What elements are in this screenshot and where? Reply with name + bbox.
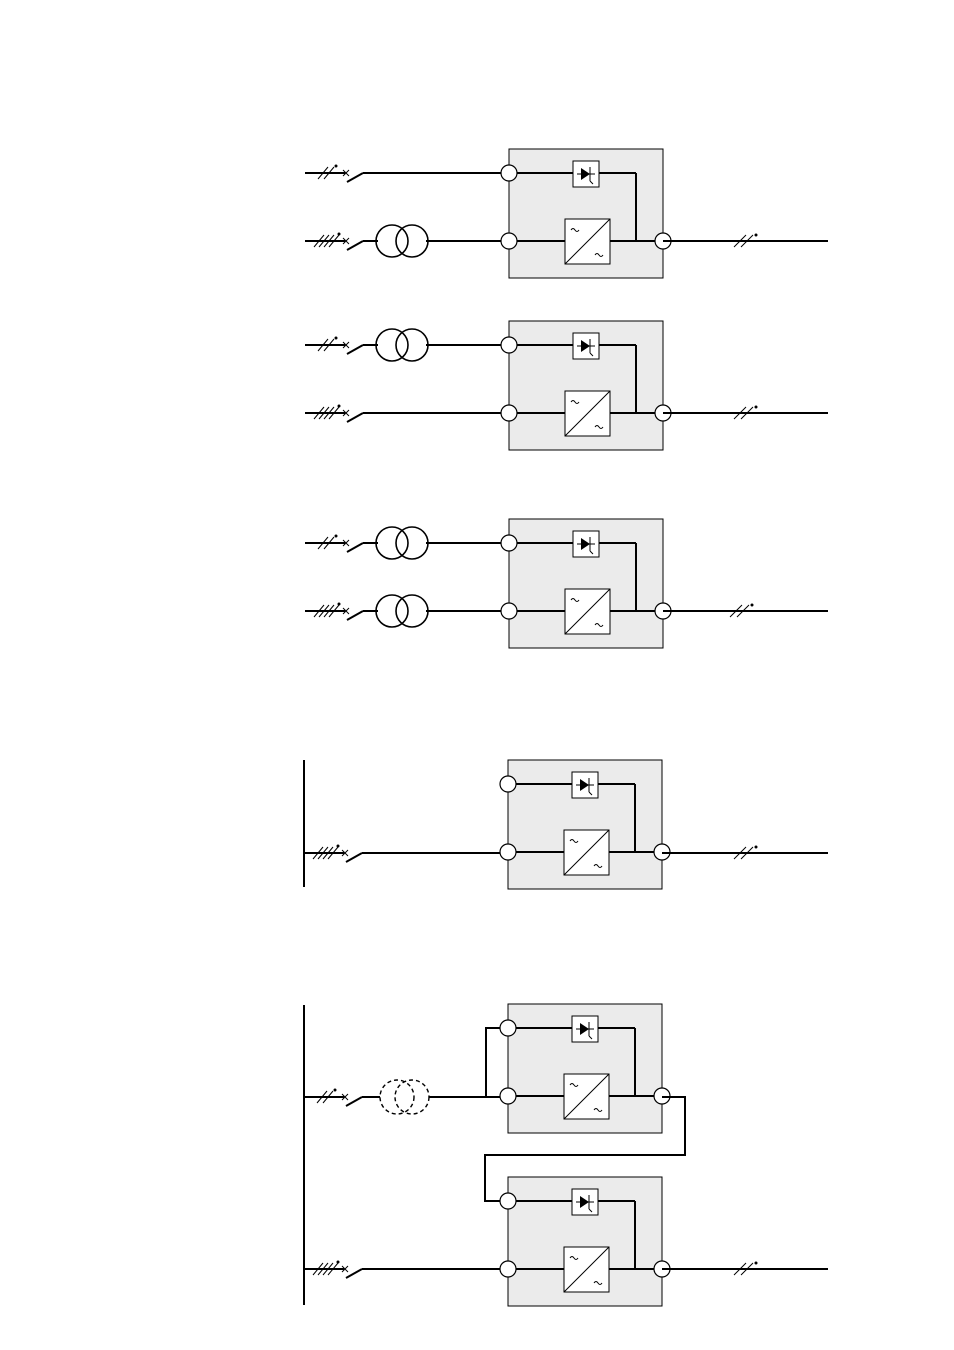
config-1 (305, 149, 828, 278)
ups-module (501, 519, 671, 648)
transformer-icon (376, 225, 428, 257)
ups-module (501, 149, 671, 278)
bypass-breaker-icon (305, 165, 363, 183)
transformer-icon (376, 595, 428, 627)
rectifier-breaker-icon (304, 845, 362, 863)
config-5 (304, 1004, 828, 1306)
bypass-breaker-icon (305, 337, 363, 355)
rectifier-breaker-icon (305, 603, 363, 621)
ups-module (500, 760, 670, 889)
config-2 (305, 321, 828, 450)
transformer-icon (376, 329, 428, 361)
ups-module (500, 1004, 670, 1133)
bypass-breaker-icon (305, 535, 363, 553)
optional-transformer-icon (380, 1080, 429, 1114)
rectifier-breaker-icon (305, 233, 363, 251)
config-3 (305, 519, 828, 648)
transformer-icon (376, 527, 428, 559)
bypass-breaker-icon (304, 1089, 362, 1107)
ups-module (501, 321, 671, 450)
rectifier-breaker-icon (304, 1261, 362, 1279)
rectifier-breaker-icon (305, 405, 363, 423)
ups-module (500, 1177, 670, 1306)
config-4 (304, 760, 828, 889)
